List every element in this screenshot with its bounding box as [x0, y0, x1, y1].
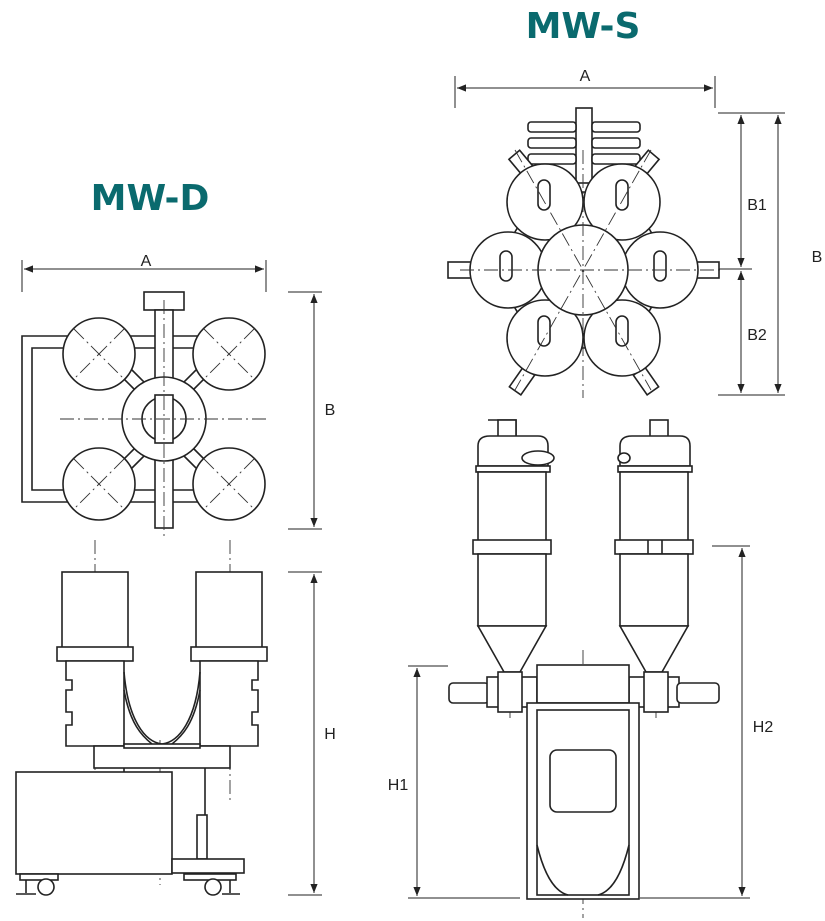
dim-h2-label: H2 — [753, 719, 774, 736]
dim-h-label: H — [324, 726, 336, 743]
mw-d-top-view: A B — [21, 253, 336, 538]
dim-b1-label: B1 — [747, 197, 767, 214]
mw-s-top-view: A B1 B2 B — [447, 68, 823, 398]
dim-b-label: B — [325, 402, 336, 419]
mw-s-title: MW-S — [526, 6, 641, 47]
dim-h1-label: H1 — [388, 777, 409, 794]
dim-b2-label: B2 — [747, 327, 767, 344]
mw-d-title: MW-D — [91, 178, 210, 219]
dim-b-right-label: B — [812, 249, 823, 266]
dim-a-label: A — [141, 253, 152, 270]
dim-a-right-label: A — [580, 68, 591, 85]
mw-d-side-view: H — [15, 540, 336, 896]
mw-s-side-view: H1 H2 — [388, 419, 774, 918]
